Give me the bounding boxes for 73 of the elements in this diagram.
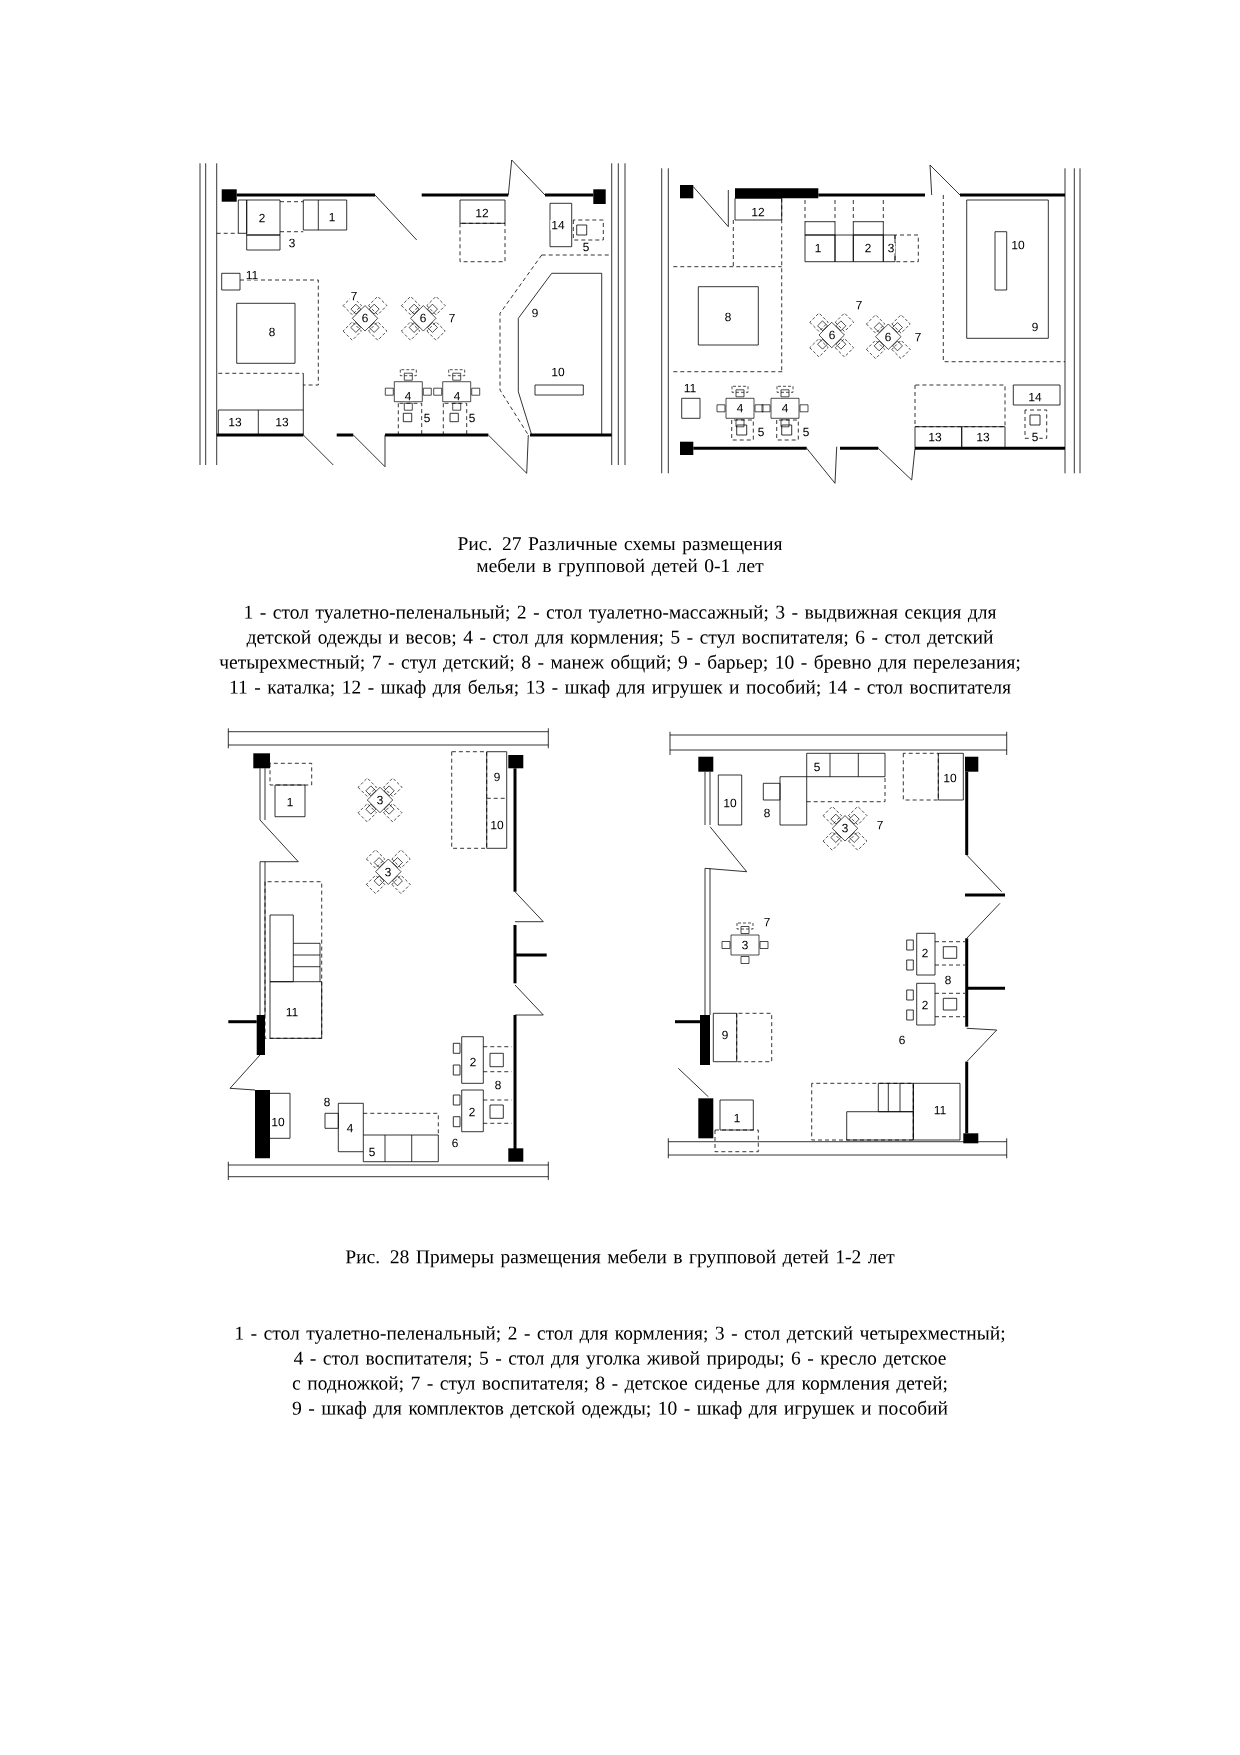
callout-number: 10 (942, 772, 958, 784)
callout-number: 5 (467, 412, 477, 424)
callout-number: 9 (530, 307, 540, 319)
callout-number: 3 (840, 822, 850, 834)
callout-number: 3 (740, 939, 750, 951)
callout-number: 6 (827, 329, 837, 341)
callout-number: 7 (762, 916, 772, 928)
callout-number: 5 (1030, 431, 1040, 443)
callout-number: 3 (287, 237, 297, 249)
callout-number: 9 (1030, 321, 1040, 333)
callout-number: 5 (581, 241, 591, 253)
callout-number: 12 (474, 207, 490, 219)
callout-number: 5 (756, 426, 766, 438)
callout-number: 10 (489, 819, 505, 831)
callout-number: 2 (257, 212, 267, 224)
callout-number: 6 (450, 1137, 460, 1149)
callout-number: 6 (883, 331, 893, 343)
callout-number: 3 (886, 242, 896, 254)
callout-number: 5 (422, 412, 432, 424)
callout-number: 8 (493, 1079, 503, 1091)
callout-number: 2 (920, 999, 930, 1011)
callout-number: 11 (244, 269, 260, 281)
key-text: 1 - стол туалетно-пеленальный; 2 - стол туалетно-массажный; 3 - выдвижная секция для детской одежды и весов; 4 - стол для кормления; 5 - стул воспитателя; 6 - стол детский четырехместный; 7 - стул детский; 8 - манеж общий; 9 - барьер; 10 - бревно для перелезания; 11 - каталка; 12 - шкаф для белья; 13 - шкаф для игрушек и пособий; 14 - стол воспитателя (219, 605, 1020, 698)
callout-number: 1 (327, 211, 337, 223)
callout-number: 6 (897, 1034, 907, 1046)
callout-number: 10 (550, 366, 566, 378)
callout-number: 8 (762, 807, 772, 819)
callout-number: 9 (720, 1029, 730, 1041)
callout-number: 14 (550, 219, 566, 231)
callout-number: 2 (467, 1106, 477, 1118)
callout-number: 1 (732, 1112, 742, 1124)
callout-number: 5 (801, 426, 811, 438)
callout-number: 12 (750, 206, 766, 218)
callout-number: 8 (723, 311, 733, 323)
callout-number: 7 (913, 331, 923, 343)
callout-number: 8 (322, 1096, 332, 1108)
callout-number: 7 (447, 312, 457, 324)
key-text: 1 - стол туалетно-пеленальный; 2 - стол для кормления; 3 - стол детский четырехместный; 4 - стол воспитателя; 5 - стол для уголка живой природы; 6 - кресло детское с подножкой; 7 - стул воспитателя; 8 - детское сиденье для кормления детей; 9 - шкаф для комплектов детской одежды; 10 - шкаф для игрушек и пособий (236, 1326, 1005, 1419)
callout-number: 1 (813, 242, 823, 254)
callout-number: 7 (875, 819, 885, 831)
callout-number: 8 (943, 974, 953, 986)
callout-number: 2 (920, 947, 930, 959)
callout-number: 3 (375, 794, 385, 806)
callout-number: 8 (267, 326, 277, 338)
callout-number: 7 (854, 299, 864, 311)
callout-number: 10 (1010, 239, 1026, 251)
callout-number: 7 (349, 290, 359, 302)
callout-number: 4 (452, 390, 462, 402)
callout-number: 13 (927, 431, 943, 443)
callout-number: 1 (285, 796, 295, 808)
callout-number: 11 (932, 1104, 948, 1116)
callout-number: 5 (812, 761, 822, 773)
callout-number: 11 (682, 382, 698, 394)
callout-number: 2 (863, 242, 873, 254)
callout-number: 4 (735, 402, 745, 414)
callout-number: 13 (227, 416, 243, 428)
callout-number: 4 (780, 402, 790, 414)
figure-caption: Рис. 28 Примеры размещения мебели в групповой детей 1-2 лет (345, 1249, 895, 1268)
callout-number: 6 (360, 312, 370, 324)
callout-number: 4 (403, 390, 413, 402)
callout-number: 13 (975, 431, 991, 443)
figure-caption: Рис. 27 Различные схемы размещения мебели в групповой детей 0-1 лет (458, 537, 783, 577)
callout-number: 4 (345, 1122, 355, 1134)
callout-number: 13 (274, 416, 290, 428)
callout-number: 11 (284, 1006, 300, 1018)
callout-number: 2 (468, 1056, 478, 1068)
callout-number: 6 (418, 312, 428, 324)
callout-number: 3 (383, 866, 393, 878)
callout-number: 14 (1027, 391, 1043, 403)
callout-number: 10 (270, 1116, 286, 1128)
callout-number: 10 (722, 797, 738, 809)
callout-number: 5 (367, 1146, 377, 1158)
callout-number: 9 (492, 771, 502, 783)
